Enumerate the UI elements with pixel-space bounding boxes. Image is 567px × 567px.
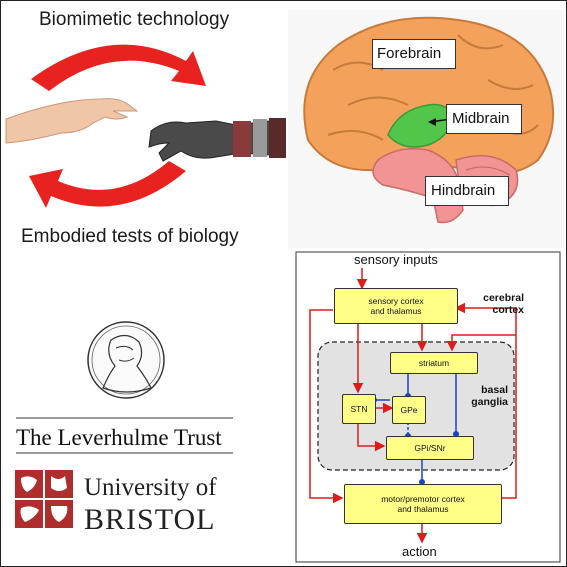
stn-box: STN <box>342 394 376 424</box>
biomimetic-panel: Biomimetic technology Embodied tests of … <box>1 1 286 254</box>
logos-panel: The Leverhulme Trust University of BRIST… <box>1 300 281 565</box>
sensory-inputs-label: sensory inputs <box>354 252 438 267</box>
brain-panel: Forebrain Midbrain Hindbrain <box>288 10 564 248</box>
forebrain-label-box: Forebrain <box>372 39 456 69</box>
hindbrain-label-box: Hindbrain <box>425 176 509 206</box>
robot-hand <box>148 118 286 162</box>
biomimetic-technology-caption: Biomimetic technology <box>39 9 230 30</box>
basal-ganglia-label: basal ganglia <box>471 384 508 408</box>
bristol-crest-icon <box>15 470 73 528</box>
motor-cortex-box: motor/premotor cortex and thalamus <box>344 484 502 524</box>
gpi-snr-box: GPi/SNr <box>386 436 474 460</box>
midbrain-label: Midbrain <box>452 110 510 127</box>
striatum-box: striatum <box>390 352 478 374</box>
midbrain-label-box: Midbrain <box>446 104 522 134</box>
bristol-text: BRISTOL <box>84 503 216 536</box>
leverhulme-medallion <box>16 321 233 454</box>
university-of-text: University of <box>84 474 217 501</box>
human-hand <box>5 98 139 144</box>
cerebral-cortex-label: cerebral cortex <box>483 292 524 316</box>
leverhulme-trust-name: The Leverhulme Trust <box>16 425 222 450</box>
sensory-cortex-box: sensory cortex and thalamus <box>334 288 458 324</box>
action-label: action <box>402 544 437 559</box>
biomimetic-illustration <box>5 44 286 208</box>
embodied-tests-caption: Embodied tests of biology <box>21 226 239 247</box>
lower-cycle-arrow <box>29 161 186 208</box>
forebrain-label: Forebrain <box>377 45 442 62</box>
circuit-panel: sensory inputs sensory cortex and thalam… <box>288 250 564 564</box>
hindbrain-label: Hindbrain <box>431 182 496 199</box>
gpe-box: GPe <box>392 396 426 424</box>
upper-cycle-arrow <box>31 44 206 91</box>
